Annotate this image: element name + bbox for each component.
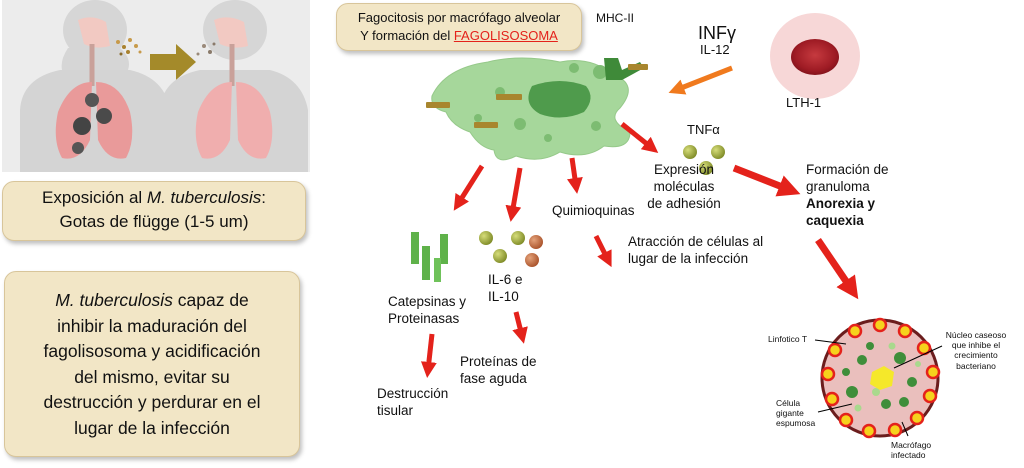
arrow-destruccion xyxy=(420,333,437,378)
arrow-il6 xyxy=(505,167,523,222)
arrow-catepsinas xyxy=(453,164,485,211)
exposure-text-pre: Exposición al xyxy=(42,188,147,207)
macrophage-cell xyxy=(431,57,631,161)
inhibition-text-d: del mismo, evitar su xyxy=(74,366,230,387)
arrow-to-granuloma xyxy=(815,238,859,300)
exposure-illustration xyxy=(2,0,310,172)
phagolysosome-term: FAGOLISOSOMA xyxy=(453,28,558,43)
arrow-quimio xyxy=(566,157,583,194)
proteinas-label: Proteínas de fase aguda xyxy=(460,354,537,386)
celula-label: Célula gigante espumosa xyxy=(776,398,816,429)
arrow-tnf xyxy=(620,122,659,153)
transmission-arrow-icon xyxy=(150,44,196,80)
arrows xyxy=(420,65,859,378)
arrow-proteinas xyxy=(512,311,528,344)
granuloma-label: Formación de granuloma Anorexia y caquex… xyxy=(806,162,889,228)
granuloma-diagram xyxy=(814,317,943,439)
lth1-label: LTH-1 xyxy=(786,95,822,110)
exposure-text-post: : xyxy=(261,188,266,207)
quimioquinas-label: Quimioquinas xyxy=(552,203,635,218)
tnf-beads xyxy=(683,145,725,175)
nucleo-label: Núcleo caseoso que inhibe el crecimiento… xyxy=(945,330,1007,371)
inhibition-text-e: destrucción y perdurar en el xyxy=(43,392,261,412)
inhibition-box: M. tuberculosis capaz de inhibir la madu… xyxy=(4,271,300,457)
macrophage-nucleus xyxy=(528,81,591,118)
bacilli-rods xyxy=(426,64,648,128)
inhibition-text-a: capaz de xyxy=(172,290,249,310)
catepsinas-bars xyxy=(411,232,448,282)
infg-label: INFγ xyxy=(698,23,736,43)
linfocito-label: Linfotico T xyxy=(768,334,808,344)
droplets-icon xyxy=(116,38,142,56)
caseous-nucleus-icon xyxy=(870,366,894,390)
mhc-receptor-icon xyxy=(604,58,644,80)
il6-label: IL-6 e IL-10 xyxy=(488,272,523,304)
person-exposed-icon xyxy=(160,0,308,172)
exposure-line2: Gotas de flügge (1-5 um) xyxy=(59,212,249,231)
catepsinas-label: Catepsinas y Proteinasas xyxy=(388,294,467,326)
lth1-cell-icon xyxy=(770,13,860,99)
person-infected-icon xyxy=(20,0,170,172)
il6-beads xyxy=(479,231,543,267)
arrow-atraccion xyxy=(593,234,612,268)
tnfa-label: TNFα xyxy=(687,122,720,137)
exposure-box: Exposición al M. tuberculosis: Gotas de … xyxy=(2,181,306,241)
macrofago-label: Macrófago infectado xyxy=(891,440,932,461)
exposure-organism: M. tuberculosis xyxy=(146,188,262,207)
atraccion-label: Atracción de células al lugar de la infe… xyxy=(628,234,764,266)
arrow-granuloma xyxy=(732,164,801,197)
il12-label: IL-12 xyxy=(700,42,730,57)
inhibition-text-b: inhibir la maduración del xyxy=(57,315,247,336)
destruccion-label: Destrucción tisular xyxy=(377,386,449,418)
inhibition-text-f: lugar de la infección xyxy=(74,417,230,438)
expresion-label: Expresión moléculas de adhesión xyxy=(647,162,721,211)
phago-line2-pre: Y formación del xyxy=(360,28,454,43)
phagocytosis-box: Fagocitosis por macrófago alveolar Y for… xyxy=(336,3,582,51)
mhc-label: MHC-II xyxy=(596,11,634,25)
inhibition-organism: M. tuberculosis xyxy=(55,290,173,310)
phago-line1: Fagocitosis por macrófago alveolar xyxy=(357,10,561,25)
arrow-infg xyxy=(668,65,733,95)
inhibition-text-c: fagolisosoma y acidificación xyxy=(43,341,261,361)
